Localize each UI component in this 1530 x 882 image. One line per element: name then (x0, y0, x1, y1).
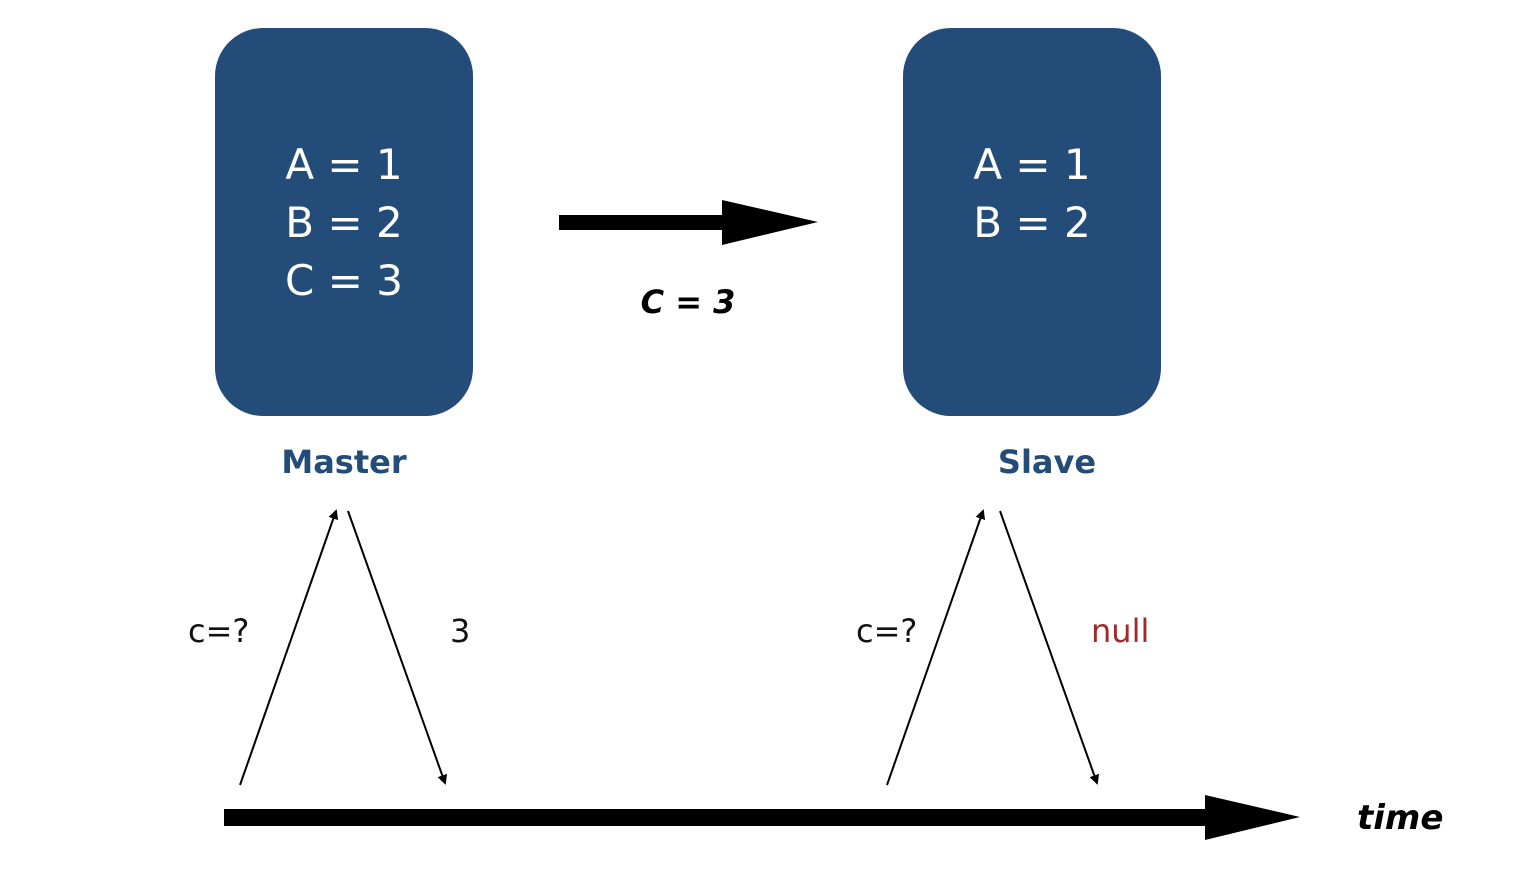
replication-arrow (559, 200, 818, 245)
slave-label: Slave (997, 443, 1097, 481)
master-request-label: c=? (188, 612, 250, 650)
slave-response-arrow (999, 510, 1100, 785)
time-axis-arrow (224, 795, 1300, 840)
master-value-b: B = 2 (285, 198, 403, 247)
master-node: A = 1 B = 2 C = 3 (215, 28, 473, 416)
slave-request-arrow (886, 509, 986, 786)
slave-node: A = 1 B = 2 (903, 28, 1161, 416)
master-values: A = 1 B = 2 C = 3 (215, 136, 473, 310)
replication-label: C = 3 (640, 283, 736, 321)
slave-value-b: B = 2 (973, 198, 1091, 247)
master-response-label: 3 (450, 612, 471, 650)
slave-value-a: A = 1 (973, 140, 1091, 189)
master-response-arrow (347, 510, 448, 785)
master-value-a: A = 1 (285, 140, 403, 189)
time-axis-label: time (1357, 798, 1444, 838)
master-label: Master (281, 443, 407, 481)
slave-request-label: c=? (856, 612, 918, 650)
slave-response-label: null (1091, 612, 1150, 650)
master-value-c: C = 3 (285, 256, 403, 305)
master-request-arrow (239, 509, 339, 786)
slave-values: A = 1 B = 2 (903, 136, 1161, 252)
